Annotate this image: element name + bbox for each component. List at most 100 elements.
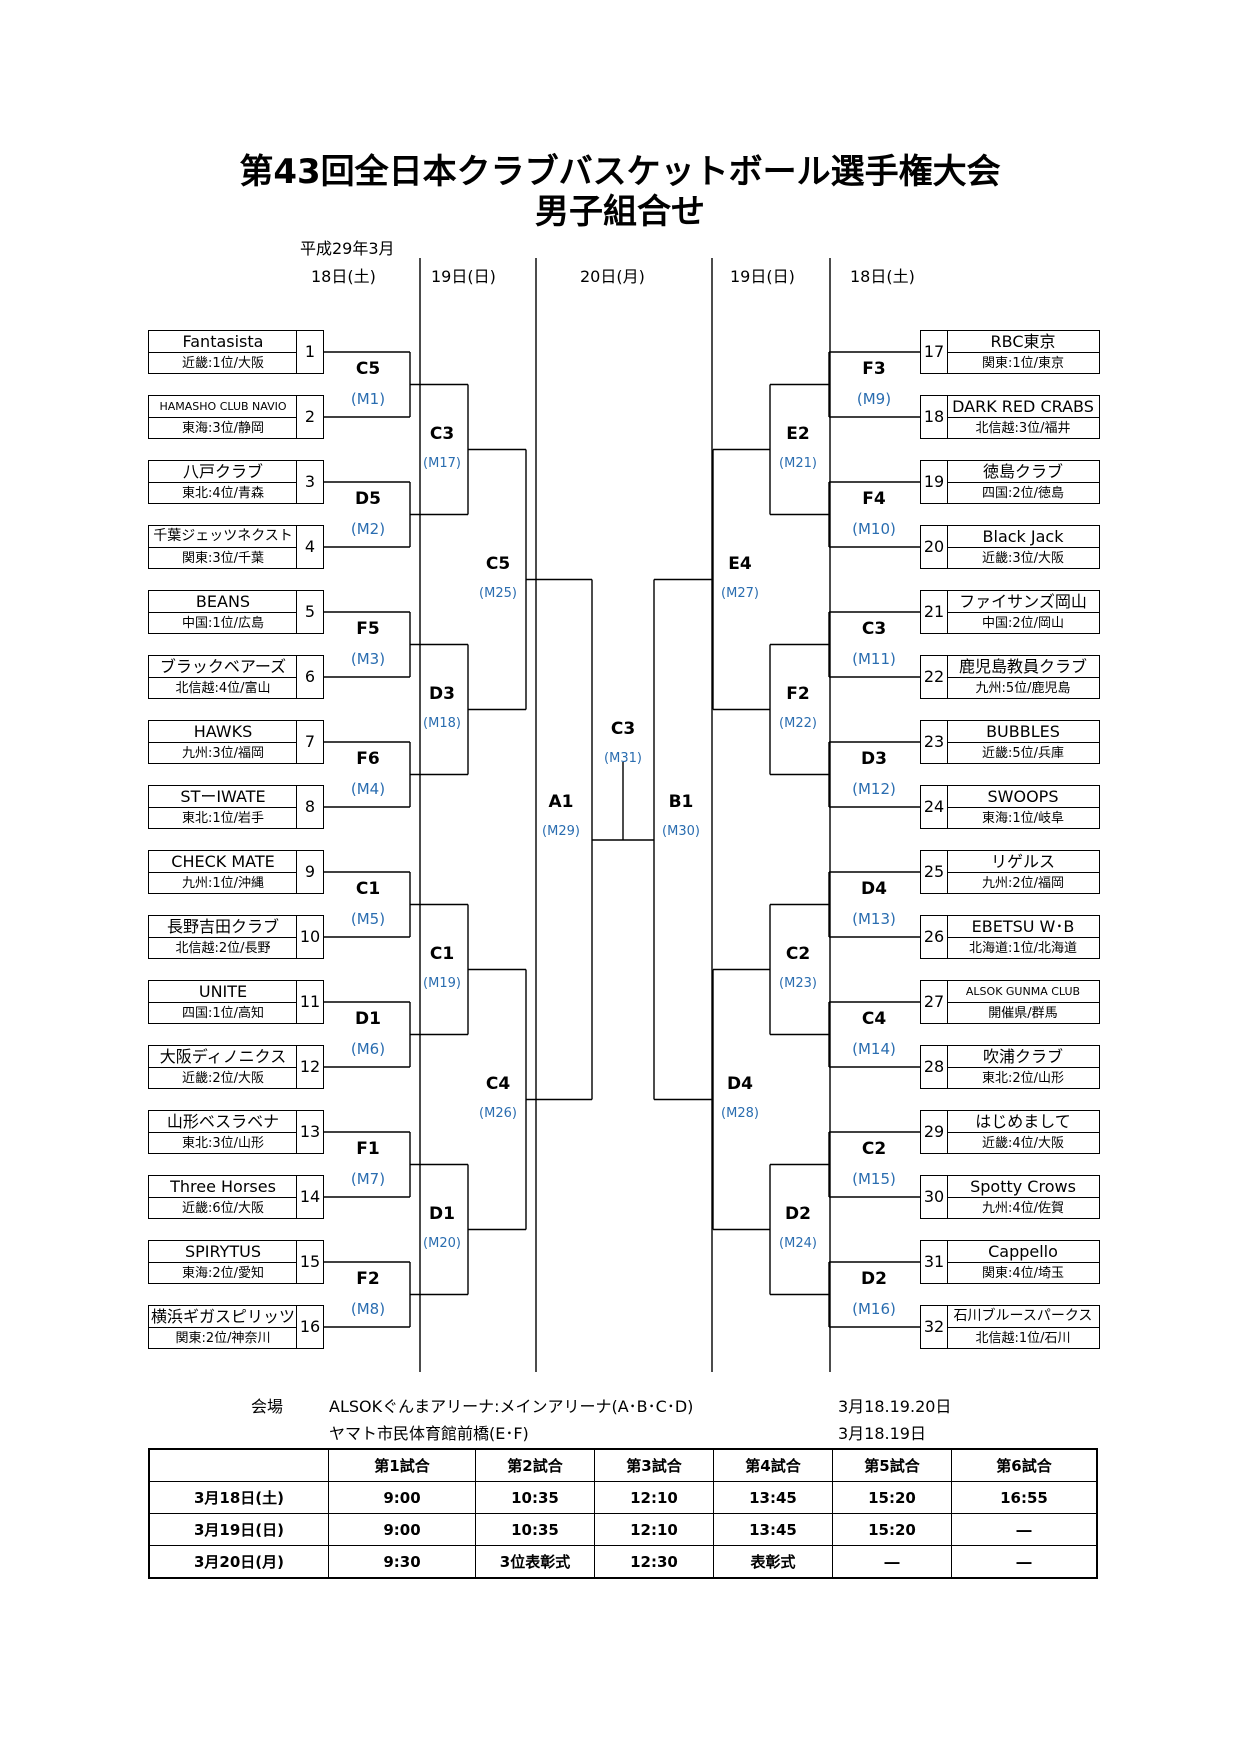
match-number: (M10) [852, 519, 896, 538]
team-region: 近畿:3位/大阪 [981, 551, 1065, 566]
match-number: (M6) [350, 1039, 386, 1058]
seed-number: 14 [296, 1175, 324, 1219]
team-region: 東海:2位/愛知 [181, 1266, 265, 1281]
court-label: D1 [429, 1203, 455, 1224]
team-box: Black Jack 近畿:3位/大阪 [946, 525, 1100, 569]
schedule-day: 3月19日(日) [148, 1513, 329, 1546]
team-name: Cappello [947, 1241, 1099, 1263]
day-header-left-r2: 19日(日) [431, 267, 496, 286]
court-label: C1 [429, 943, 455, 964]
schedule-cell: ― [832, 1545, 952, 1579]
seed-number: 22 [920, 655, 948, 699]
team-region: 関東:2位/神奈川 [175, 1331, 271, 1346]
seed-number: 12 [296, 1045, 324, 1089]
team-region: 北信越:3位/福井 [975, 421, 1071, 436]
match-number: (M13) [852, 909, 896, 928]
team-name: DARK RED CRABS [947, 396, 1099, 418]
team-region: 近畿:1位/大阪 [181, 356, 265, 371]
team-box: 山形ベスラベナ東北:3位/山形 [148, 1110, 298, 1154]
schedule-cell: 15:20 [832, 1481, 952, 1514]
seed-number: 17 [920, 330, 948, 374]
court-label: D4 [861, 878, 887, 899]
day-header-final: 20日(月) [580, 267, 645, 286]
team-name: はじめまして [947, 1111, 1099, 1133]
match-number: (M21) [779, 455, 817, 471]
match-number: (M15) [852, 1169, 896, 1188]
court-label: F2 [786, 683, 810, 704]
seed-number: 32 [920, 1305, 948, 1349]
match-number: (M11) [852, 649, 896, 668]
seed-number: 21 [920, 590, 948, 634]
team-name: 八戸クラブ [149, 461, 297, 483]
team-name: Black Jack [947, 526, 1099, 548]
team-name: EBETSU W･B [947, 916, 1099, 938]
team-name: ブラックベアーズ [149, 656, 297, 678]
match-number: (M20) [423, 1235, 461, 1251]
team-box: はじめまして近畿:4位/大阪 [946, 1110, 1100, 1154]
team-region: 東海:3位/静岡 [181, 421, 265, 436]
court-label: D2 [861, 1268, 887, 1289]
day-header-right-r2: 19日(日) [730, 267, 795, 286]
match-number: (M31) [604, 751, 642, 766]
venue-main-dates: 3月18.19.20日 [838, 1397, 952, 1416]
court-label: F5 [356, 618, 380, 639]
seed-number: 30 [920, 1175, 948, 1219]
match-number: (M29) [542, 824, 580, 839]
seed-number: 26 [920, 915, 948, 959]
team-name: 徳島クラブ [947, 461, 1099, 483]
seed-number: 25 [920, 850, 948, 894]
match-number: (M5) [350, 909, 386, 928]
schedule-table: 第1試合 第2試合 第3試合 第4試合 第5試合 第6試合 3月18日(土) 9… [148, 1448, 1098, 1579]
schedule-header-game4: 第4試合 [713, 1448, 833, 1482]
team-name: BEANS [149, 591, 297, 613]
schedule-cell: 9:00 [328, 1481, 476, 1514]
team-region: 東北:1位/岩手 [181, 811, 265, 826]
team-region: 近畿:6位/大阪 [181, 1201, 265, 1216]
team-name: 横浜ギガスピリッツ [149, 1307, 297, 1328]
seed-number: 3 [296, 460, 324, 504]
team-name: UNITE [149, 981, 297, 1003]
schedule-header-game3: 第3試合 [594, 1448, 714, 1482]
match-number: (M4) [350, 779, 386, 798]
court-label: C5 [485, 553, 511, 574]
match-number: (M17) [423, 455, 461, 471]
team-name: リゲルス [947, 851, 1099, 873]
venue-main: ALSOKぐんまアリーナ:メインアリーナ(A･B･C･D) [329, 1397, 694, 1416]
court-label: F4 [862, 488, 886, 509]
seed-number: 6 [296, 655, 324, 699]
team-name: RBC東京 [947, 331, 1099, 353]
team-region: 四国:2位/徳島 [981, 486, 1065, 501]
team-name: SWOOPS [947, 786, 1099, 808]
match-number: (M23) [779, 975, 817, 991]
venue-sub-dates: 3月18.19日 [838, 1424, 926, 1443]
team-name: ファイサンズ岡山 [947, 591, 1099, 613]
team-name: 長野吉田クラブ [149, 916, 297, 938]
team-region: 近畿:4位/大阪 [981, 1136, 1065, 1151]
schedule-cell: 16:55 [951, 1481, 1098, 1514]
schedule-cell: 表彰式 [713, 1545, 833, 1579]
court-label: C4 [485, 1073, 511, 1094]
team-region: 東海:1位/岐阜 [981, 811, 1065, 826]
schedule-cell: 10:35 [475, 1481, 595, 1514]
team-name: STーIWATE [149, 786, 297, 808]
team-name: 大阪ディノニクス [149, 1046, 297, 1068]
team-name: BUBBLES [947, 721, 1099, 743]
team-region: 近畿:2位/大阪 [181, 1071, 265, 1086]
team-name: HAWKS [149, 721, 297, 743]
team-name: 鹿児島教員クラブ [947, 656, 1099, 678]
team-box: 長野吉田クラブ北信越:2位/長野 [148, 915, 298, 959]
seed-number: 7 [296, 720, 324, 764]
schedule-day: 3月20日(月) [148, 1545, 329, 1579]
team-region: 関東:3位/千葉 [181, 551, 265, 566]
seed-number: 16 [296, 1305, 324, 1349]
seed-number: 18 [920, 395, 948, 439]
match-number: (M9) [856, 389, 892, 408]
venue-sub: ヤマト市民体育館前橋(E･F) [329, 1424, 529, 1443]
seed-number: 15 [296, 1240, 324, 1284]
